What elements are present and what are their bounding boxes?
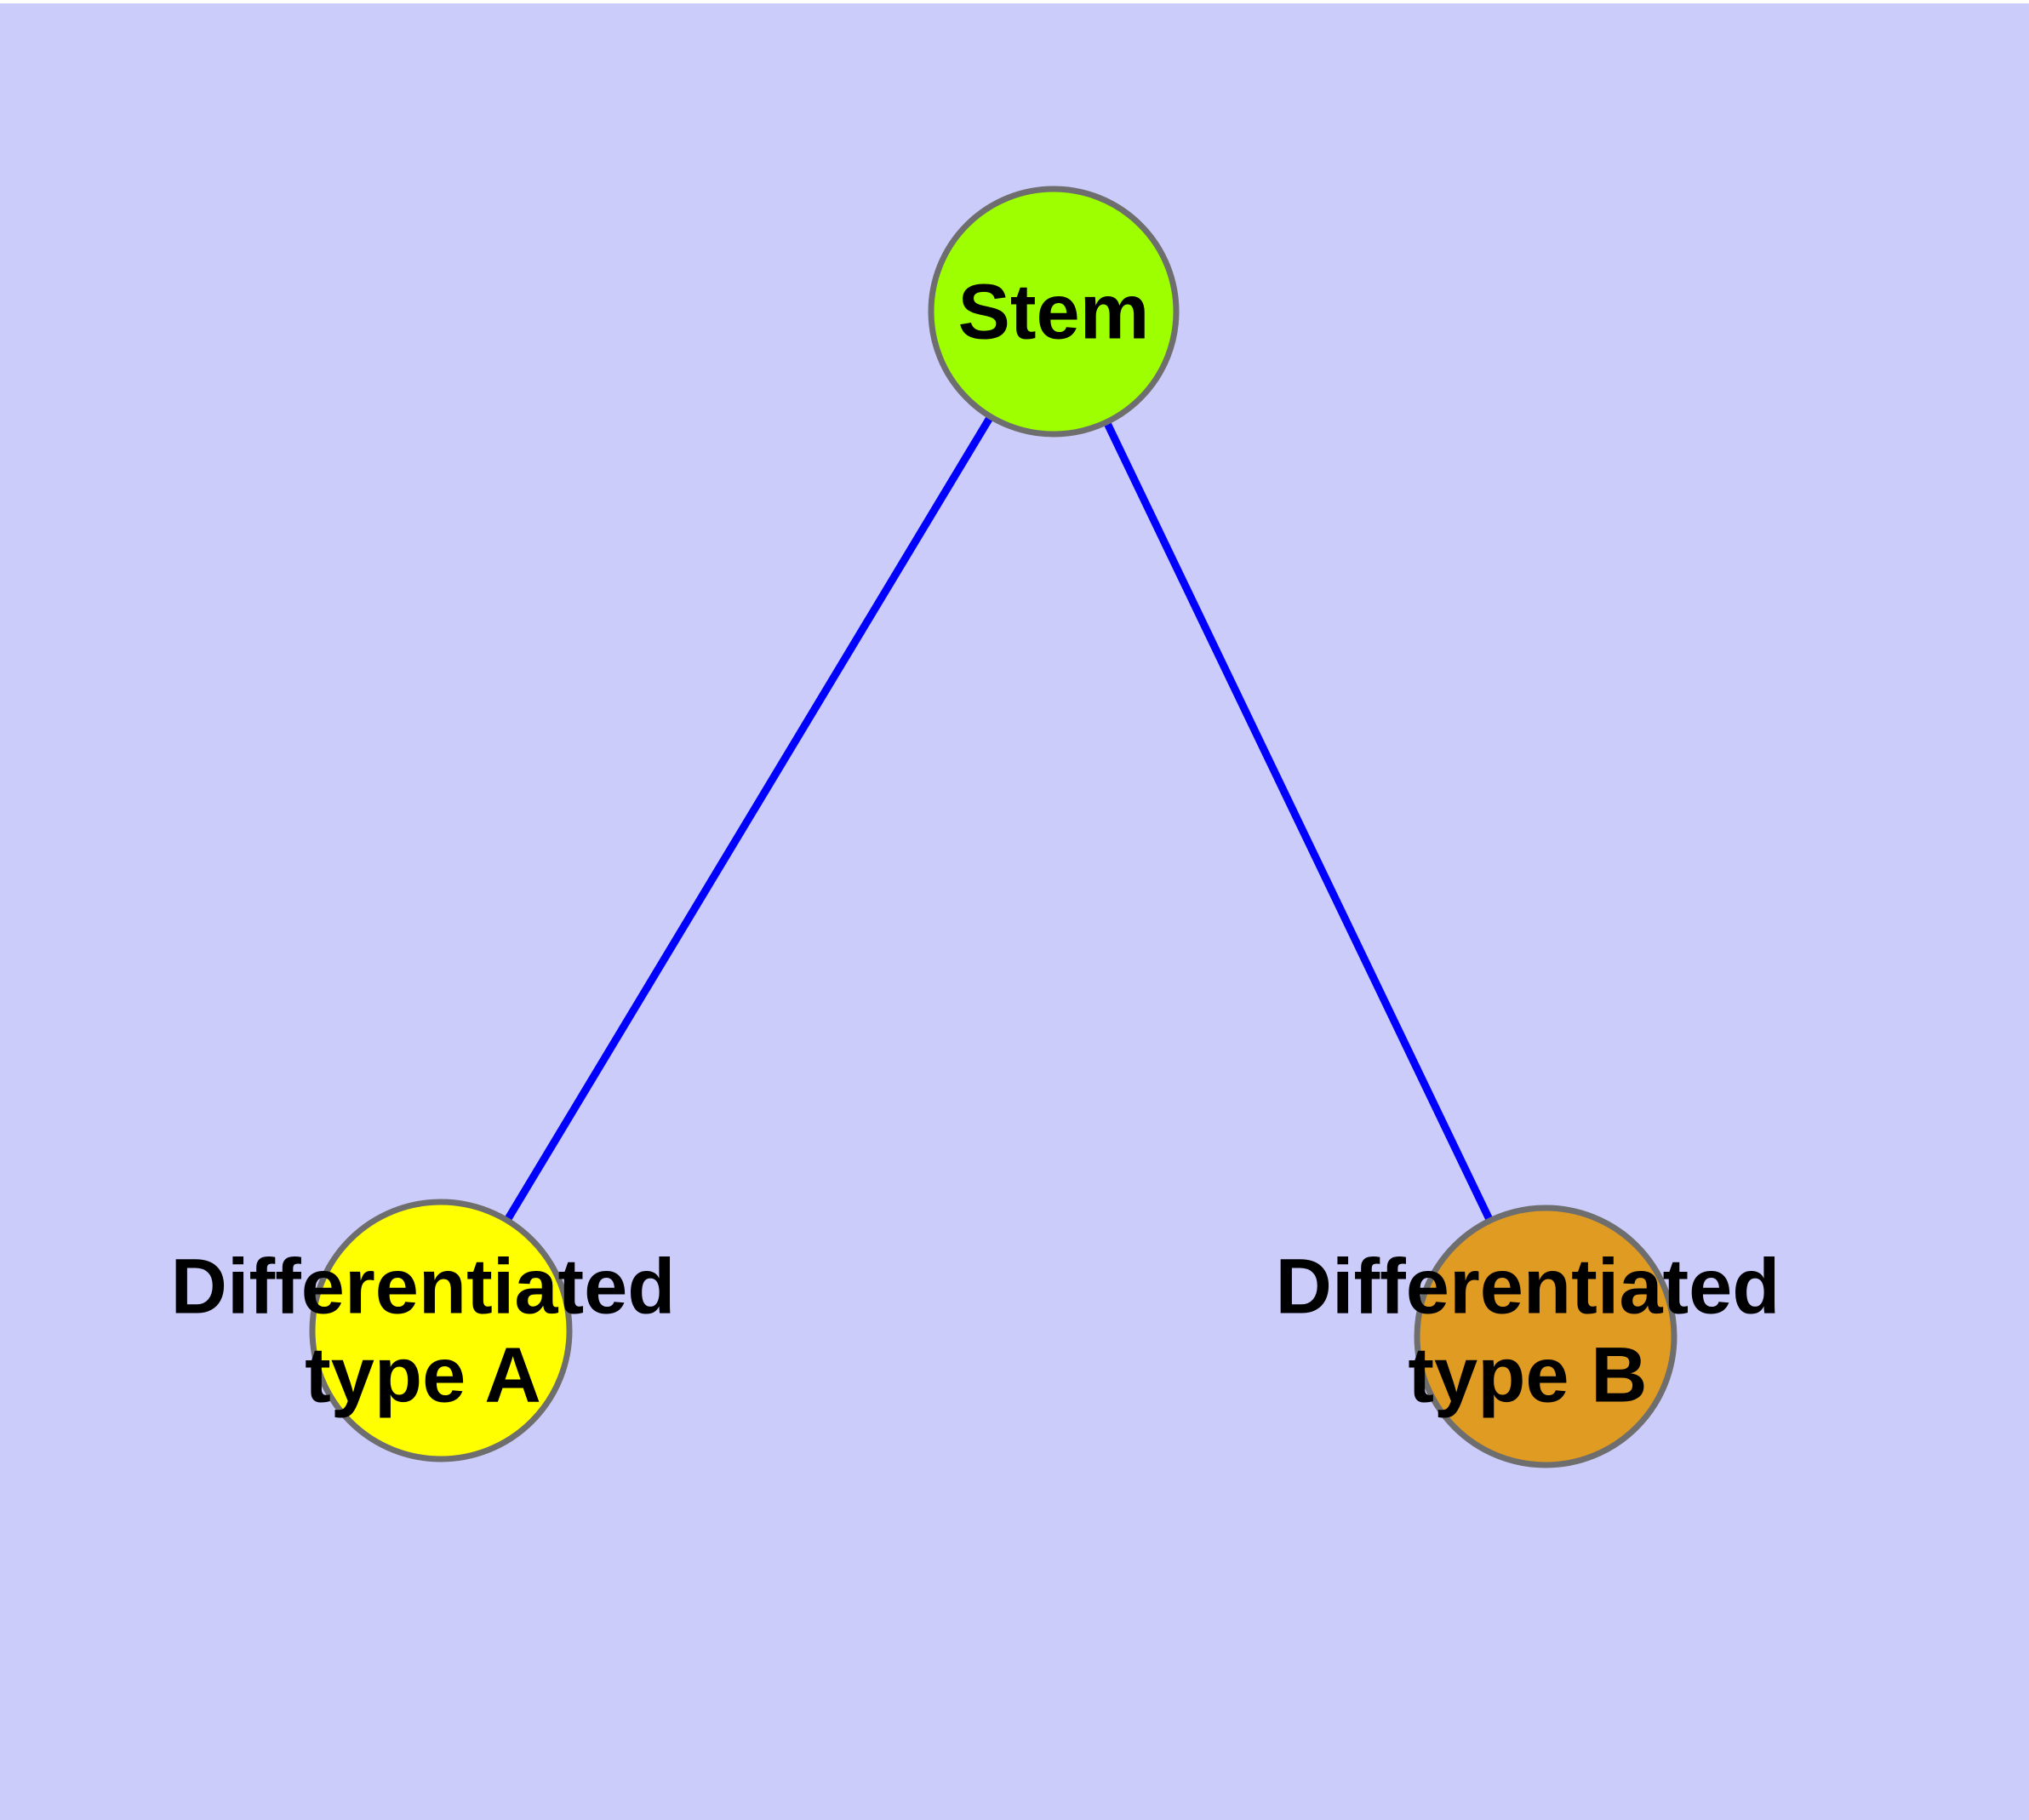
node-layer — [309, 186, 1677, 1468]
node-circle-differentiated-type-b[interactable] — [1414, 1205, 1677, 1468]
node-circle-differentiated-type-a[interactable] — [309, 1199, 573, 1462]
edge-stem-to-diff-b[interactable] — [1049, 310, 1550, 1338]
node-label-line: Stem — [958, 268, 1150, 355]
node-label-line: Differentiated — [171, 1243, 676, 1330]
node-label-line: type A — [305, 1331, 541, 1418]
edge-stem-to-diff-a[interactable] — [437, 309, 1057, 1333]
node-label-line: Differentiated — [1276, 1243, 1780, 1330]
node-circle-stem[interactable] — [928, 186, 1180, 438]
node-label-line: type B — [1408, 1331, 1647, 1418]
node-label-stem: Stem — [958, 268, 1150, 355]
edge-layer — [437, 309, 1550, 1338]
